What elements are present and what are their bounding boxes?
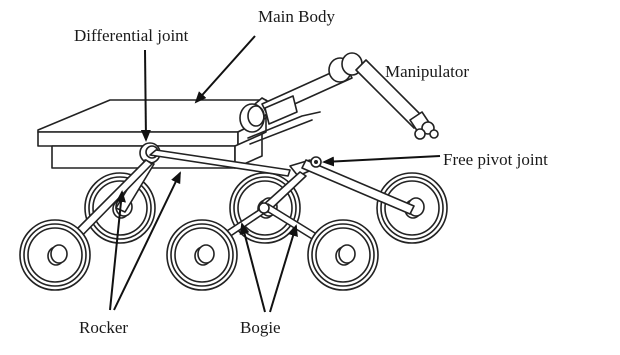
free-pivot-joint (311, 157, 321, 167)
label-main-body: Main Body (258, 7, 335, 26)
wheel-front-right (308, 220, 378, 290)
label-bogie: Bogie (240, 318, 281, 337)
label-free-pivot-joint: Free pivot joint (443, 150, 548, 169)
arrow-differential-joint (145, 50, 146, 140)
wheel-front-middle (167, 220, 237, 290)
arrow-free-pivot-joint (324, 156, 440, 162)
label-rocker: Rocker (79, 318, 128, 337)
arrow-main-body (196, 36, 255, 102)
wheel-front-left (20, 220, 90, 290)
label-differential-joint: Differential joint (74, 26, 189, 45)
label-manipulator: Manipulator (385, 62, 469, 81)
